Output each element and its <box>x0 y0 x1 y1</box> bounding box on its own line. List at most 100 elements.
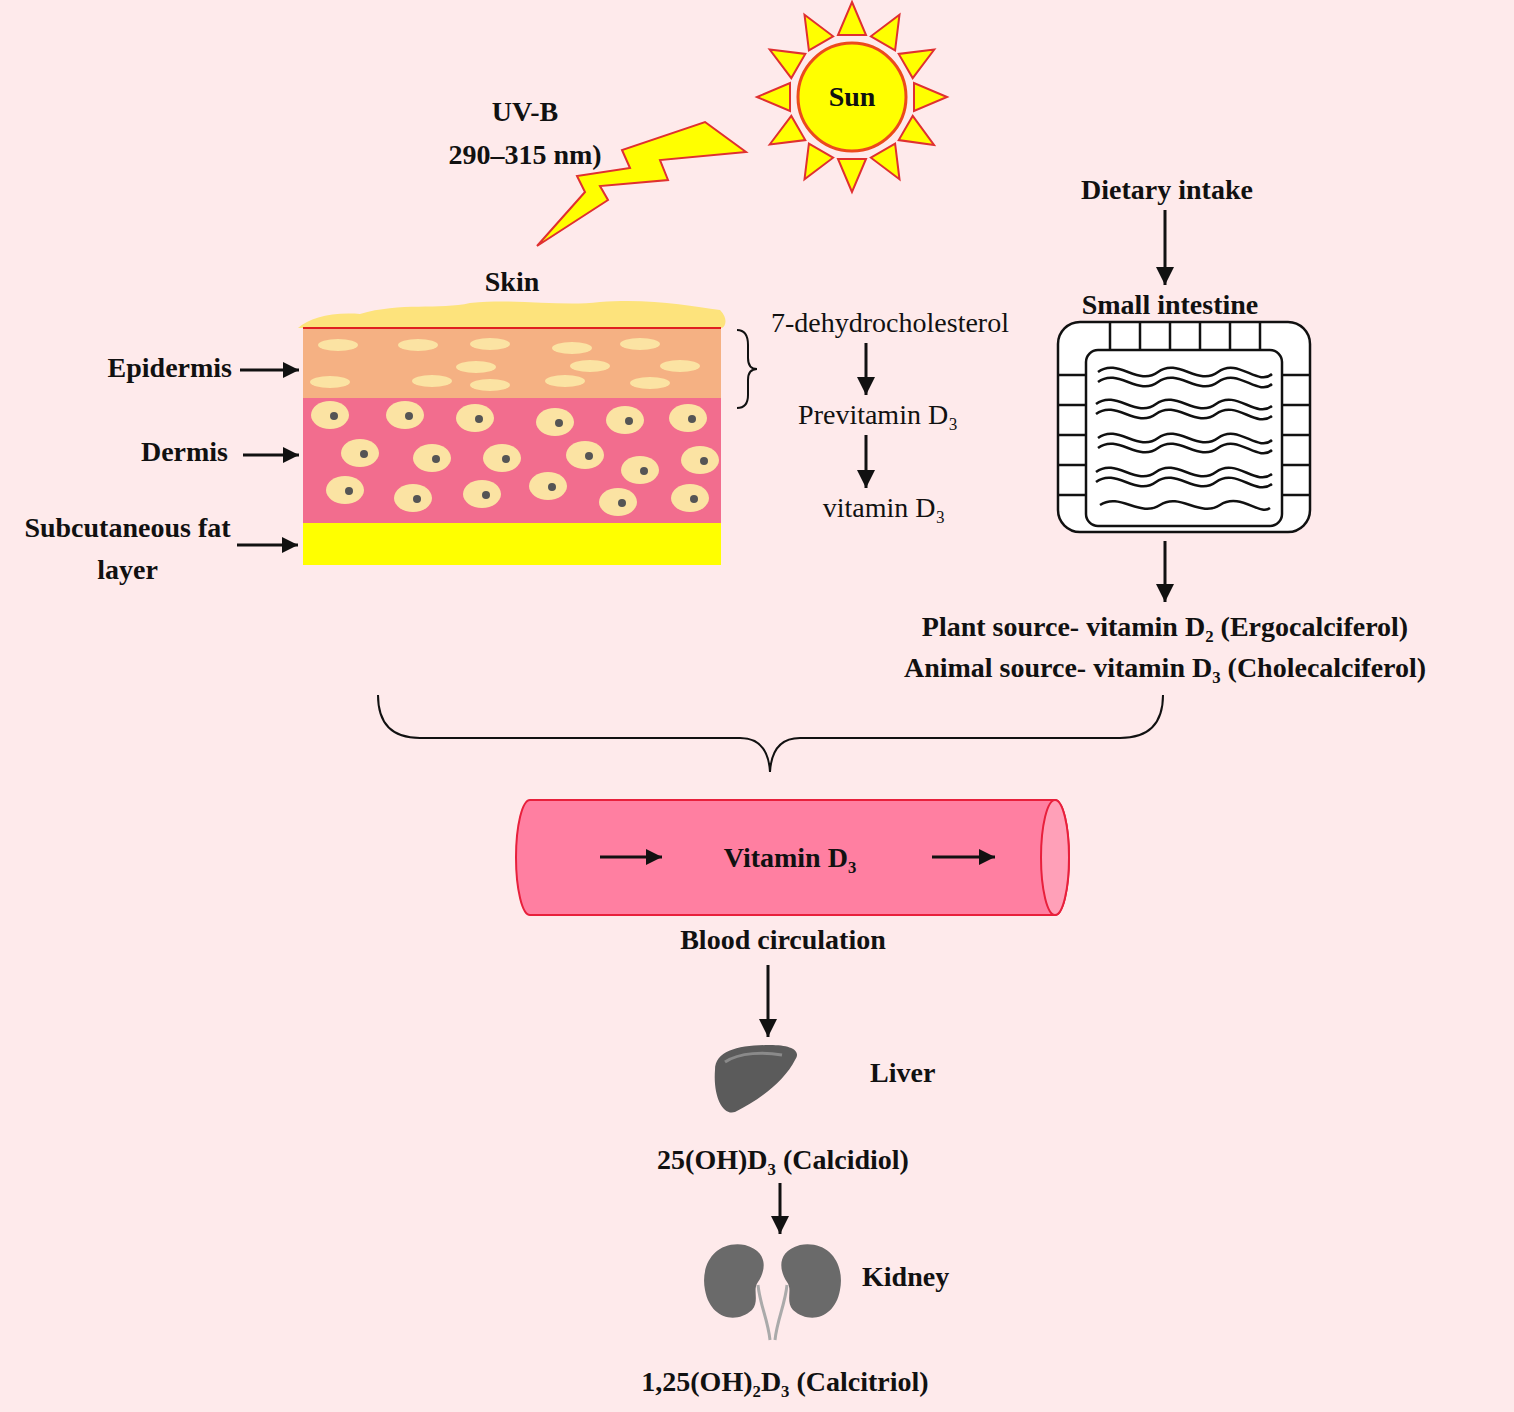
pathway-step: 7-dehydrocholesterol <box>735 306 1045 340</box>
intestine-organ: Small intestine <box>1050 288 1315 538</box>
sun-ray <box>838 2 866 35</box>
node-text: Liver <box>870 1056 970 1090</box>
node-text: 1,25(OH)₂D₃ (Calcitriol) <box>595 1365 975 1399</box>
vessel-body <box>516 800 1069 915</box>
node-text: Animal source- vitamin D₃ (Cholecalcifer… <box>815 651 1514 685</box>
dermis-cell <box>529 472 567 500</box>
dermis-cell <box>671 484 709 512</box>
small-intestine-coil <box>1098 368 1272 378</box>
dermis-cell <box>483 444 521 472</box>
epidermis-cell <box>412 375 452 387</box>
small-intestine-coil <box>1096 410 1272 420</box>
node-text: Previtamin D₃ <box>760 398 996 432</box>
merge-brace <box>378 695 1163 772</box>
dermis-cell <box>463 480 501 508</box>
sun-ray <box>914 83 947 111</box>
dermis-cell <box>413 444 451 472</box>
pathway-step: vitamin D₃ <box>780 491 988 525</box>
skin-label: Skin <box>452 265 572 299</box>
cell-nucleus <box>688 415 696 423</box>
cell-nucleus <box>345 487 353 495</box>
layer-label: Dermis <box>60 435 228 469</box>
source-step: Dietary intake <box>1040 173 1294 207</box>
epidermis-cell <box>552 342 592 354</box>
kidney-icon <box>781 1244 841 1317</box>
epidermis-cell <box>630 377 670 389</box>
epidermis-cell <box>545 375 585 387</box>
small-intestine-coil <box>1096 400 1272 410</box>
node-text: Kidney <box>862 1260 972 1294</box>
leader-arrow <box>243 454 299 457</box>
small-intestine-coil <box>1100 501 1270 510</box>
cell-nucleus <box>482 491 490 499</box>
skin-surface-line <box>303 327 721 329</box>
large-intestine-inner <box>1086 350 1282 526</box>
node-text: 25(OH)D₃ (Calcidiol) <box>603 1143 963 1177</box>
leader-arrow <box>237 544 298 547</box>
epidermis-cell <box>318 339 358 351</box>
ureter <box>775 1285 787 1340</box>
cell-nucleus <box>502 455 510 463</box>
dermis-cell <box>386 401 424 429</box>
sun-ray <box>805 15 834 51</box>
wavelength-label: 290–315 nm) <box>420 138 630 172</box>
small-intestine-coil <box>1096 468 1272 478</box>
flow-arrow <box>865 435 868 488</box>
epidermis-cell <box>470 338 510 350</box>
small-intestine-coil <box>1096 478 1272 488</box>
blood-vessel: Vitamin D₃Blood circulation <box>515 797 1075 962</box>
sun-ray <box>770 50 806 79</box>
cell-nucleus <box>690 495 698 503</box>
node-text: Vitamin D₃ <box>670 841 910 875</box>
epidermis-cell <box>470 379 510 391</box>
stratum-corneum <box>298 301 726 328</box>
kidney-icon <box>704 1244 764 1317</box>
large-intestine-outer <box>1058 322 1310 532</box>
liver-icon <box>715 1045 797 1112</box>
sun-circle: Sun <box>796 41 908 153</box>
epidermis-cell <box>620 338 660 350</box>
dermis-layer <box>303 398 721 523</box>
cell-nucleus <box>475 415 483 423</box>
sun-ray <box>770 116 806 145</box>
node-text: Plant source- vitamin D₂ (Ergocalciferol… <box>815 610 1514 644</box>
layer-label: Epidermis <box>60 351 232 385</box>
dermis-cell <box>681 446 719 474</box>
node-text: Small intestine <box>1040 288 1300 322</box>
liver-highlight <box>725 1053 782 1062</box>
sun-ray <box>838 159 866 192</box>
dermis-cell <box>536 408 574 436</box>
pathway-step: Previtamin D₃ <box>760 398 996 432</box>
cell-nucleus <box>640 467 648 475</box>
dermis-cell <box>599 488 637 516</box>
dermis-cell <box>456 404 494 432</box>
flow-arrow <box>767 965 770 1037</box>
dermis-cell <box>566 441 604 469</box>
intestine-illustration <box>1058 322 1310 532</box>
dermis-cell <box>341 439 379 467</box>
cell-nucleus <box>700 457 708 465</box>
epidermis-cells <box>310 338 700 391</box>
cell-nucleus <box>405 412 413 420</box>
cell-nucleus <box>618 499 626 507</box>
cell-nucleus <box>330 412 338 420</box>
node-text: Sun <box>796 80 908 114</box>
epidermis-cell <box>310 376 350 388</box>
small-intestine-coil <box>1098 444 1272 454</box>
layer-label: Subcutaneous fat layer <box>20 507 235 591</box>
epidermis-bracket <box>737 330 757 408</box>
dermis-cell <box>326 476 364 504</box>
sun-rays <box>757 2 947 192</box>
cell-nucleus <box>548 483 556 491</box>
sun-ray <box>871 15 900 51</box>
node-text: 7-dehydrocholesterol <box>735 306 1045 340</box>
node-text: vitamin D₃ <box>780 491 988 525</box>
small-intestine-coil <box>1098 434 1272 444</box>
cell-nucleus <box>555 419 563 427</box>
